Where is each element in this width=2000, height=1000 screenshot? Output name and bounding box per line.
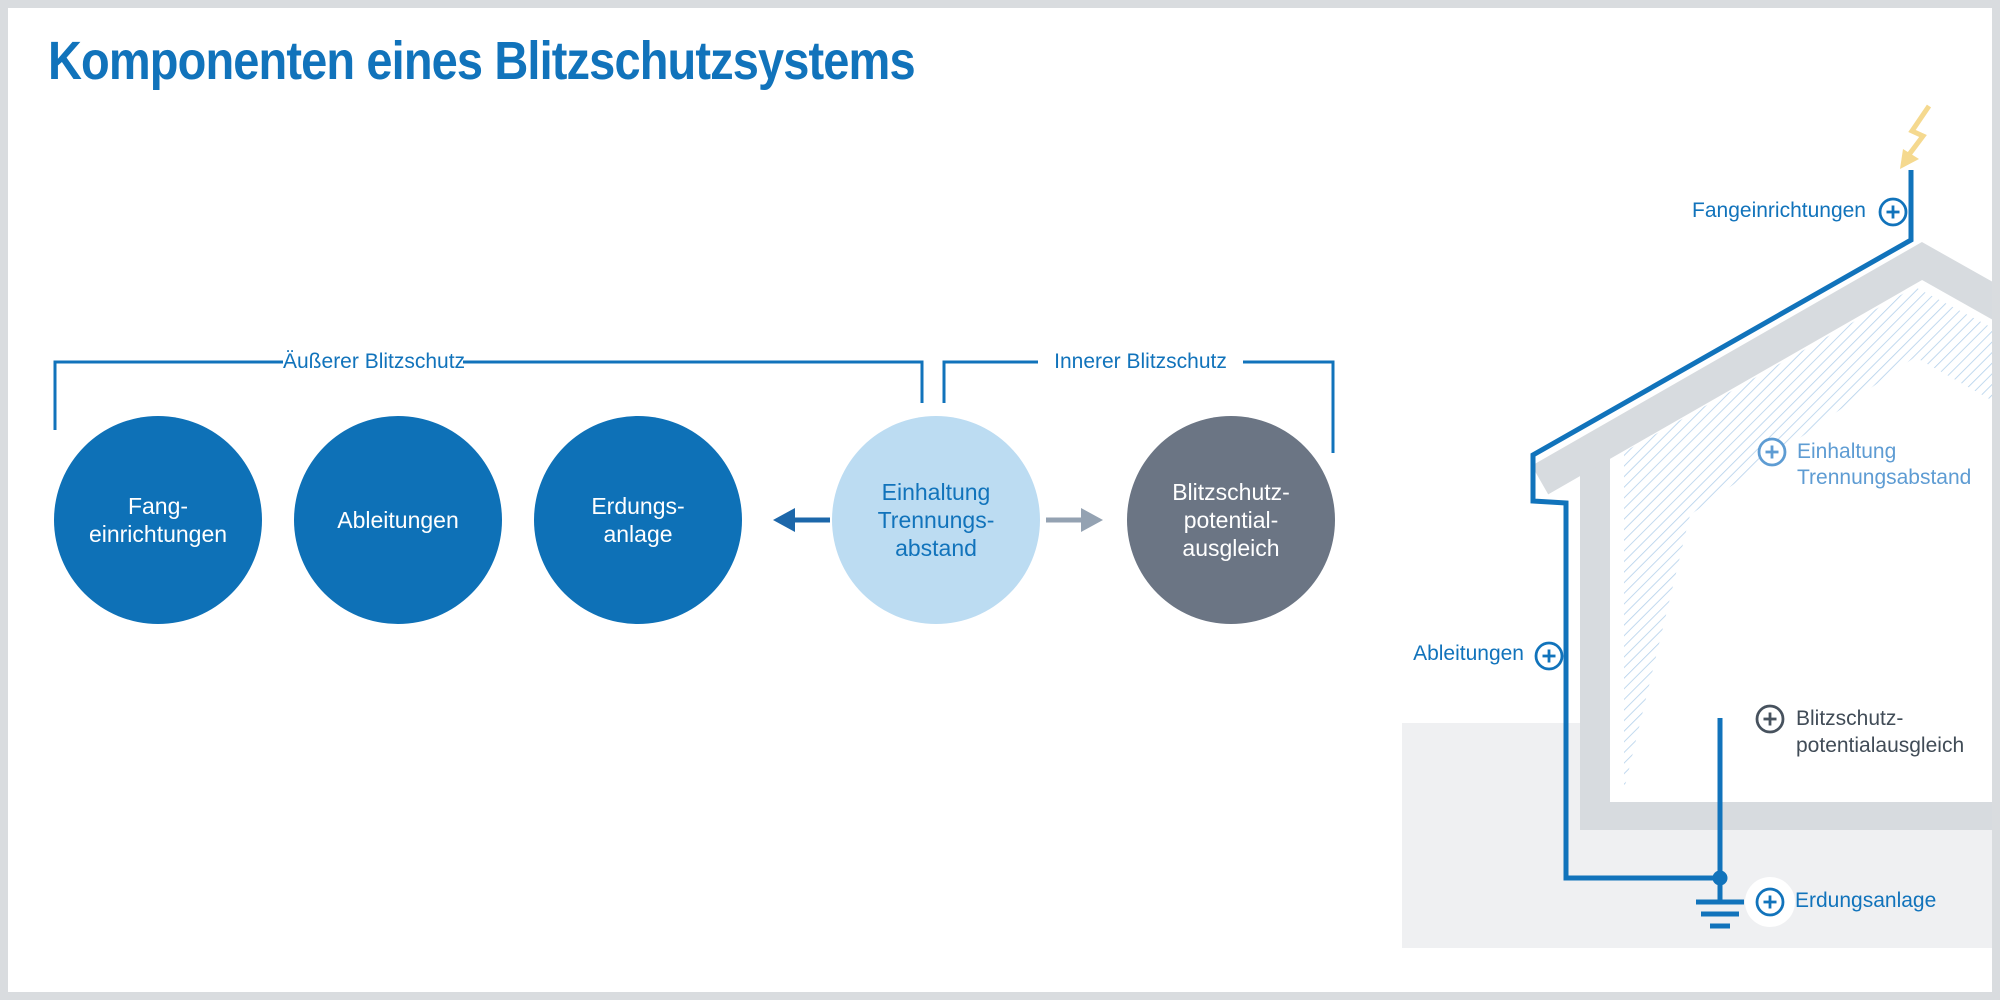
circle-text-line: Blitzschutz- xyxy=(1172,479,1290,505)
house-label-einhaltung-trennungsabstand: Einhaltung Trennungsabstand xyxy=(1797,439,1971,491)
plus-icon-fangeinrichtungen[interactable] xyxy=(1878,197,1908,227)
outer-protection-label: Äußerer Blitzschutz xyxy=(283,349,466,375)
arrow-left-icon xyxy=(773,508,830,532)
page-title: Komponenten eines Blitzschutzsystems xyxy=(48,31,916,91)
label-line: Blitzschutz- xyxy=(1796,707,1904,730)
down-conductor-line xyxy=(1530,170,1914,881)
conductor-junction-dot xyxy=(1712,870,1728,886)
label-line: Trennungsabstand xyxy=(1797,466,1972,489)
circle-text-line: Einhaltung xyxy=(881,479,991,505)
label-line: Einhaltung xyxy=(1797,440,1897,463)
house-wall-band xyxy=(1580,453,1610,802)
circle-text-line: Ableitungen xyxy=(337,507,459,533)
plus-icon-ableitungen[interactable] xyxy=(1534,641,1564,671)
house-roof-band xyxy=(1531,242,2000,495)
plus-icon-blitzschutzpotentialausgleich[interactable] xyxy=(1755,704,1785,734)
circle-text-line: abstand xyxy=(895,535,977,561)
earth-ground-icon xyxy=(1696,899,1744,929)
house-label-fangeinrichtungen: Fangeinrichtungen xyxy=(1692,199,1866,222)
circle-text-line: Erdungs- xyxy=(591,493,685,519)
house-label-ableitungen: Ableitungen xyxy=(1413,642,1524,665)
circle-text-line: anlage xyxy=(603,521,673,547)
house-interior xyxy=(1580,248,2000,830)
label-line: potentialausgleich xyxy=(1796,734,1965,757)
lightning-bolt-icon xyxy=(1900,104,1932,169)
plus-icon-erdungsanlage[interactable] xyxy=(1755,887,1785,917)
separation-distance-hatch xyxy=(1624,287,2000,790)
circle-ableitungen: Ableitungen xyxy=(294,416,502,624)
circle-blitzschutzpotentialausgleich: Blitzschutz- potential- ausgleich xyxy=(1127,416,1335,624)
house-label-blitzschutzpotentialausgleich: Blitzschutz- potentialausgleich xyxy=(1796,705,1964,759)
house-label-erdungsanlage: Erdungsanlage xyxy=(1795,889,1937,912)
circle-fangeinrichtungen: Fang- einrichtungen xyxy=(54,416,262,624)
house-floor-band xyxy=(1580,802,2000,830)
arrow-right-icon xyxy=(1046,508,1103,532)
outer-protection-bracket xyxy=(53,360,924,430)
circle-text-line: Trennungs- xyxy=(877,507,995,533)
inner-protection-bracket xyxy=(942,360,1335,453)
circle-einhaltung-trennungsabstand: Einhaltung Trennungs- abstand xyxy=(832,416,1040,624)
inner-protection-label: Innerer Blitzschutz xyxy=(1038,349,1243,375)
circle-text-line: einrichtungen xyxy=(88,521,228,547)
circle-text-line: Fang- xyxy=(127,493,189,519)
plus-icon-einhaltung-trennungsabstand[interactable] xyxy=(1757,437,1787,467)
circle-text-line: potential- xyxy=(1183,507,1279,533)
circle-text-line: ausgleich xyxy=(1182,535,1280,561)
circle-erdungsanlage: Erdungs- anlage xyxy=(534,416,742,624)
